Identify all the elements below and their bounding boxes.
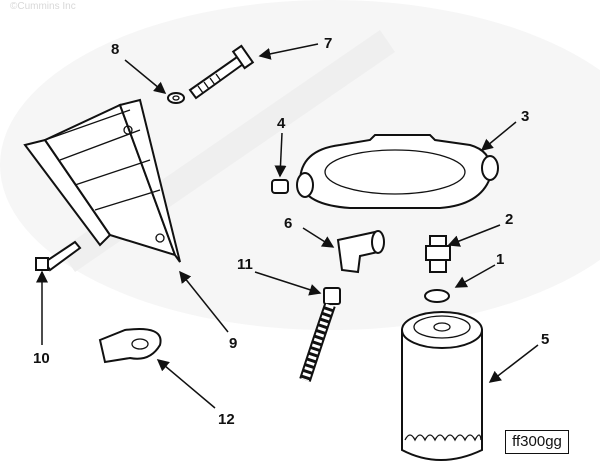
clamp bbox=[98, 328, 162, 364]
bolt bbox=[188, 44, 255, 100]
figure-reference-box: ff300gg bbox=[505, 430, 569, 454]
callout-8: 8 bbox=[111, 41, 119, 58]
callout-4: 4 bbox=[277, 115, 286, 132]
filter-head bbox=[296, 134, 499, 209]
callout-1: 1 bbox=[496, 251, 504, 268]
callout-labels: 8 7 4 3 6 2 11 1 5 10 9 12 bbox=[33, 35, 549, 428]
callout-2: 2 bbox=[505, 211, 513, 228]
callout-12: 12 bbox=[218, 411, 235, 428]
callout-arrows bbox=[36, 43, 539, 409]
callout-7: 7 bbox=[324, 35, 332, 52]
washer bbox=[167, 92, 185, 104]
o-ring bbox=[424, 289, 450, 303]
plug bbox=[271, 179, 289, 194]
screw bbox=[35, 240, 82, 272]
callout-3: 3 bbox=[521, 108, 529, 125]
callout-9: 9 bbox=[229, 335, 237, 352]
callout-11: 11 bbox=[237, 256, 253, 273]
adapter-fitting bbox=[425, 235, 451, 273]
callout-10: 10 bbox=[33, 350, 50, 367]
callout-5: 5 bbox=[541, 331, 549, 348]
mounting-bracket bbox=[23, 98, 181, 263]
copyright-text: ©Cummins Inc bbox=[10, 1, 76, 12]
hose bbox=[299, 287, 341, 382]
callout-6: 6 bbox=[284, 215, 292, 232]
fuel-filter bbox=[401, 311, 483, 461]
elbow-fitting bbox=[336, 230, 385, 274]
